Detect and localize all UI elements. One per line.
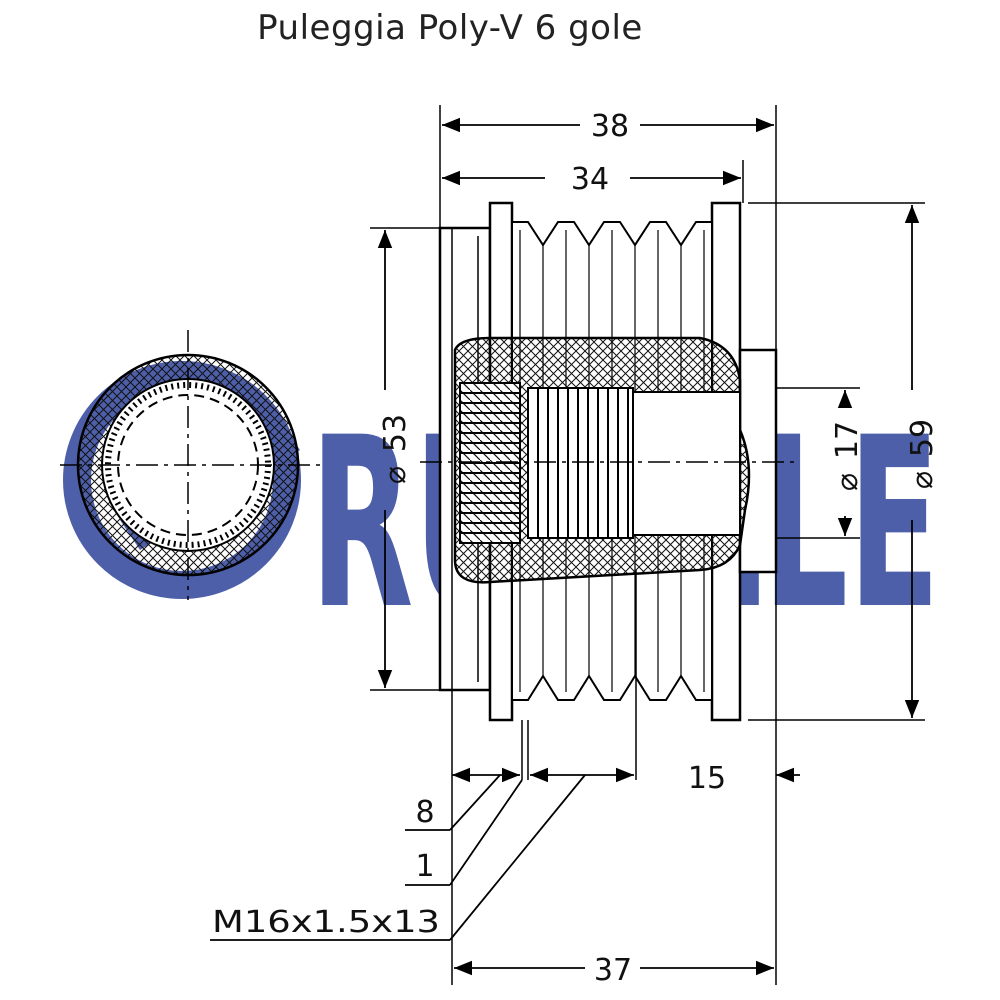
front-view: [60, 330, 320, 600]
dim-diameter-17-value: 17: [830, 421, 865, 459]
leader-lines: [210, 774, 586, 941]
drawing-title: Puleggia Poly-V 6 gole: [257, 8, 643, 48]
callout-8: 8: [415, 795, 434, 830]
side-view: [420, 201, 800, 722]
dimension-lines: [377, 117, 920, 976]
dim-bottom-length: 37: [594, 953, 632, 988]
thread-callout: M16x1.5x13: [212, 905, 440, 940]
dim-diameter-59: ⌀ 59: [905, 419, 940, 489]
dim-diameter-53-value: 53: [378, 414, 413, 452]
dim-diameter-53: ⌀ 53: [378, 414, 413, 484]
dim-diameter-59-value: 59: [905, 419, 940, 457]
diameter-symbol: ⌀: [905, 471, 940, 489]
dim-overall-length: 38: [591, 109, 629, 144]
diameter-symbol: ⌀: [830, 473, 865, 491]
dim-offset-15: 15: [688, 761, 726, 796]
dim-diameter-17: ⌀ 17: [830, 421, 865, 491]
diameter-symbol: ⌀: [378, 466, 413, 484]
dim-groove-length: 34: [571, 162, 609, 197]
extension-lines: [370, 105, 925, 985]
callout-1: 1: [415, 849, 434, 884]
